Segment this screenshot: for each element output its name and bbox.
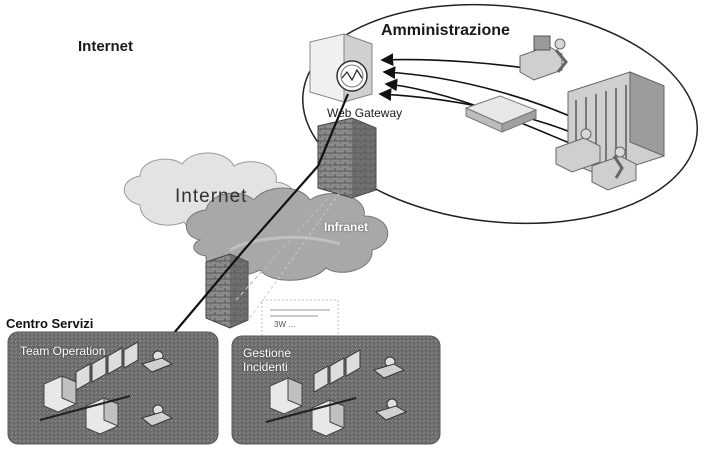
incident-servers-icon xyxy=(265,377,357,437)
internet-heading: Internet xyxy=(78,38,134,55)
note-box xyxy=(261,299,339,341)
incident-operator-icon xyxy=(372,356,408,421)
incident-management-label: Gestione Incidenti xyxy=(243,346,291,374)
team-servers-icon xyxy=(39,375,131,435)
note-text: 3W … xyxy=(274,320,297,329)
team-monitors-icon xyxy=(75,341,139,391)
administration-boundary xyxy=(302,3,698,225)
team-operator-icon xyxy=(140,350,174,427)
incident-management-line2: Incidenti xyxy=(243,360,288,374)
gateway-icon xyxy=(336,60,368,92)
internet-cloud-label: Internet xyxy=(175,186,248,207)
firewall-bottom-icon xyxy=(205,253,249,329)
administration-label: Amministrazione xyxy=(381,22,510,39)
team-operation-label: Team Operation xyxy=(20,344,106,358)
firewall-top-icon xyxy=(317,117,377,199)
network-switch-icon xyxy=(464,95,538,133)
dashed-link xyxy=(235,195,331,301)
service-center-label: Centro Servizi xyxy=(6,316,94,331)
operator-icon xyxy=(555,128,637,191)
intranet-label: Infranet xyxy=(324,220,369,234)
link-team-to-gateway xyxy=(157,93,350,353)
incident-management-line1: Gestione xyxy=(243,346,292,360)
web-gateway-label: Web Gateway xyxy=(327,106,403,120)
admin-workstation-icon xyxy=(519,35,568,81)
incident-monitors-icon xyxy=(313,349,361,393)
